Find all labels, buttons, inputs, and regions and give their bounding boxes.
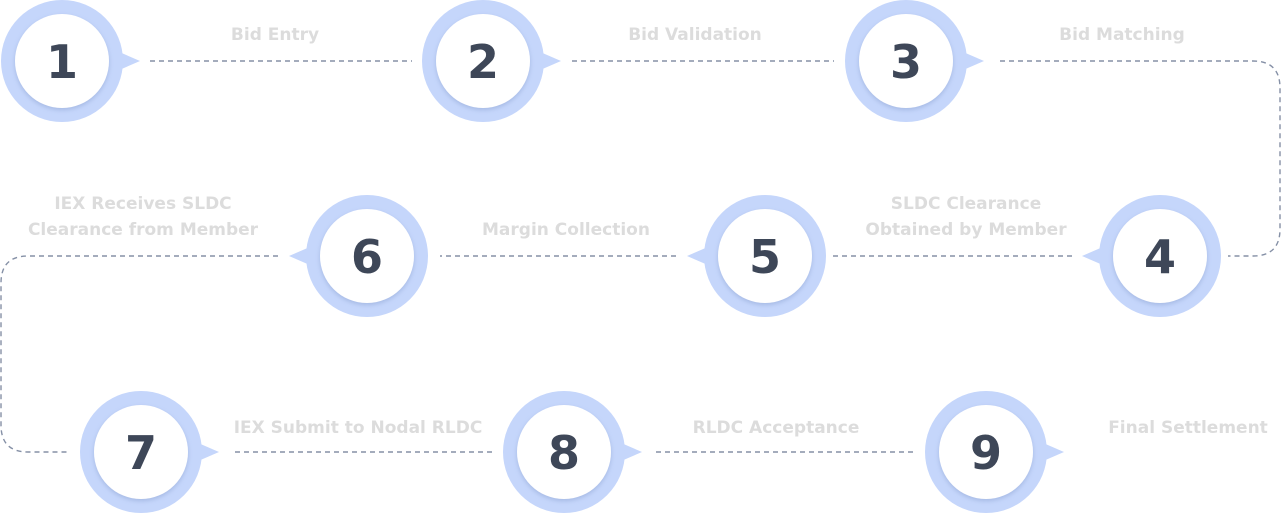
inner-disc-7 — [94, 405, 188, 499]
step-number-3: 3 — [890, 35, 922, 89]
step-number-1: 1 — [46, 35, 78, 89]
step-node-4: 4 — [1082, 195, 1221, 317]
step-label-4-line-2: Obtained by Member — [865, 220, 1067, 240]
connector-line-6-7 — [0, 255, 278, 453]
inner-disc-1 — [15, 14, 109, 108]
step-node-2: 2 — [422, 0, 561, 122]
step-number-2: 2 — [467, 35, 499, 89]
inner-disc-5 — [718, 209, 812, 303]
step-number-6: 6 — [351, 230, 383, 284]
step-node-7: 7 — [80, 391, 219, 513]
step-label-4-line-1: SLDC Clearance — [891, 194, 1041, 214]
step-number-9: 9 — [970, 426, 1002, 480]
step-label-2-line-1: Bid Validation — [628, 25, 762, 45]
step-label-9-line-1: Final Settlement — [1108, 418, 1268, 438]
step-label-7-line-1: IEX Submit to Nodal RLDC — [234, 418, 483, 438]
inner-disc-8 — [517, 405, 611, 499]
step-number-8: 8 — [548, 426, 580, 480]
step-label-6-line-1: IEX Receives SLDC — [54, 194, 231, 214]
step-node-5: 5 — [687, 195, 826, 317]
inner-disc-6 — [320, 209, 414, 303]
step-label-8-line-1: RLDC Acceptance — [693, 418, 860, 438]
step-number-7: 7 — [125, 426, 157, 480]
step-number-4: 4 — [1144, 230, 1176, 284]
step-label-3-line-1: Bid Matching — [1059, 25, 1185, 45]
connector-lines — [0, 60, 1281, 453]
step-labels: Bid Entry Bid Validation Bid MatchingSLDC … — [28, 25, 1268, 438]
step-node-1: 1 — [1, 0, 140, 122]
step-label-6-line-2: Clearance from Member — [28, 220, 259, 240]
step-node-9: 9 — [925, 391, 1064, 513]
step-node-3: 3 — [845, 0, 984, 122]
inner-disc-9 — [939, 405, 1033, 499]
step-nodes: 1 2 3 4 5 6 7 8 9 — [1, 0, 1221, 513]
step-number-5: 5 — [749, 230, 781, 284]
inner-disc-4 — [1113, 209, 1207, 303]
step-label-5-line-1: Margin Collection — [482, 220, 650, 240]
connector-line-3-4 — [1000, 60, 1281, 257]
step-node-6: 6 — [289, 195, 428, 317]
step-label-1-line-1: Bid Entry — [231, 25, 319, 45]
inner-disc-2 — [436, 14, 530, 108]
step-node-8: 8 — [503, 391, 642, 513]
inner-disc-3 — [859, 14, 953, 108]
